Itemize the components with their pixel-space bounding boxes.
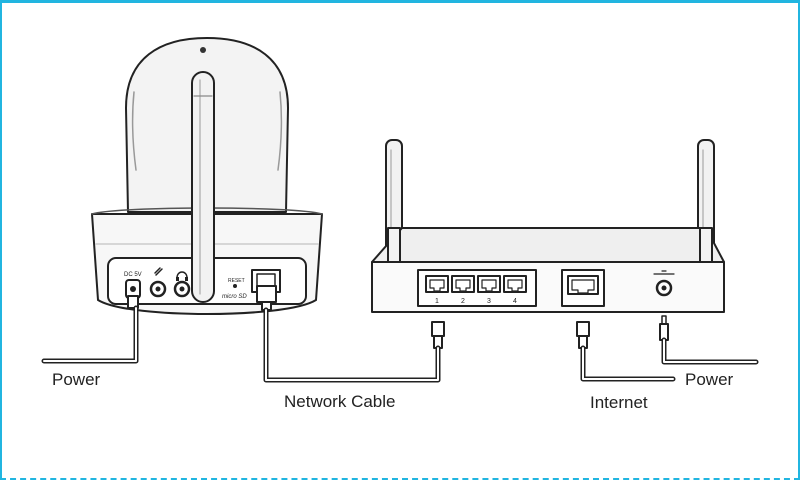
camera-power-plug <box>127 295 139 309</box>
lan-port-number: 3 <box>487 298 491 305</box>
camera-head-dot <box>200 47 206 53</box>
lan-port-number: 4 <box>513 298 517 305</box>
router-power-label: Power <box>685 370 734 389</box>
router-top-face <box>371 227 725 263</box>
lan-port-number: 2 <box>461 298 465 305</box>
lan-port-2 <box>451 275 475 293</box>
camera-head-shade-left <box>131 91 137 171</box>
lan-port-4 <box>503 275 527 293</box>
dc-jack-pin <box>130 286 136 292</box>
camera-head-shade-right <box>277 91 283 171</box>
router-power-wire <box>661 337 759 365</box>
headphone-icon <box>176 271 188 279</box>
reset-hole <box>233 284 237 288</box>
frame-left-border <box>0 0 2 478</box>
network-cable-label: Network Cable <box>284 392 396 411</box>
dc-jack-label: DC 5V <box>124 272 142 278</box>
dc-polarity-icon <box>653 270 675 275</box>
router-lan-plug <box>431 321 445 349</box>
router-power-plug <box>659 315 669 341</box>
camera-power-label: Power <box>52 370 101 389</box>
micro-sd-label: micro SD <box>222 294 247 300</box>
frame-right-border <box>798 0 800 478</box>
lan-port-number: 1 <box>435 298 439 305</box>
router-antenna-left-base <box>387 227 401 263</box>
router <box>371 139 725 313</box>
camera-rj45-plug <box>256 285 277 311</box>
frame-top-border <box>0 0 800 3</box>
camera-power-wire <box>41 305 139 364</box>
reset-label: RESET <box>228 278 245 284</box>
microphone-icon <box>154 267 163 276</box>
camera-antenna <box>191 71 215 303</box>
lan-port-3 <box>477 275 501 293</box>
internet-label: Internet <box>590 393 648 412</box>
router-lan-ports <box>425 275 527 293</box>
lan-port-1 <box>425 275 449 293</box>
internet-cable-wire <box>580 345 676 382</box>
frame-bottom-dashed-border <box>0 478 800 480</box>
router-wan-plug <box>576 321 590 349</box>
network-cable-wire <box>263 307 441 383</box>
router-antenna-right-base <box>699 227 713 263</box>
